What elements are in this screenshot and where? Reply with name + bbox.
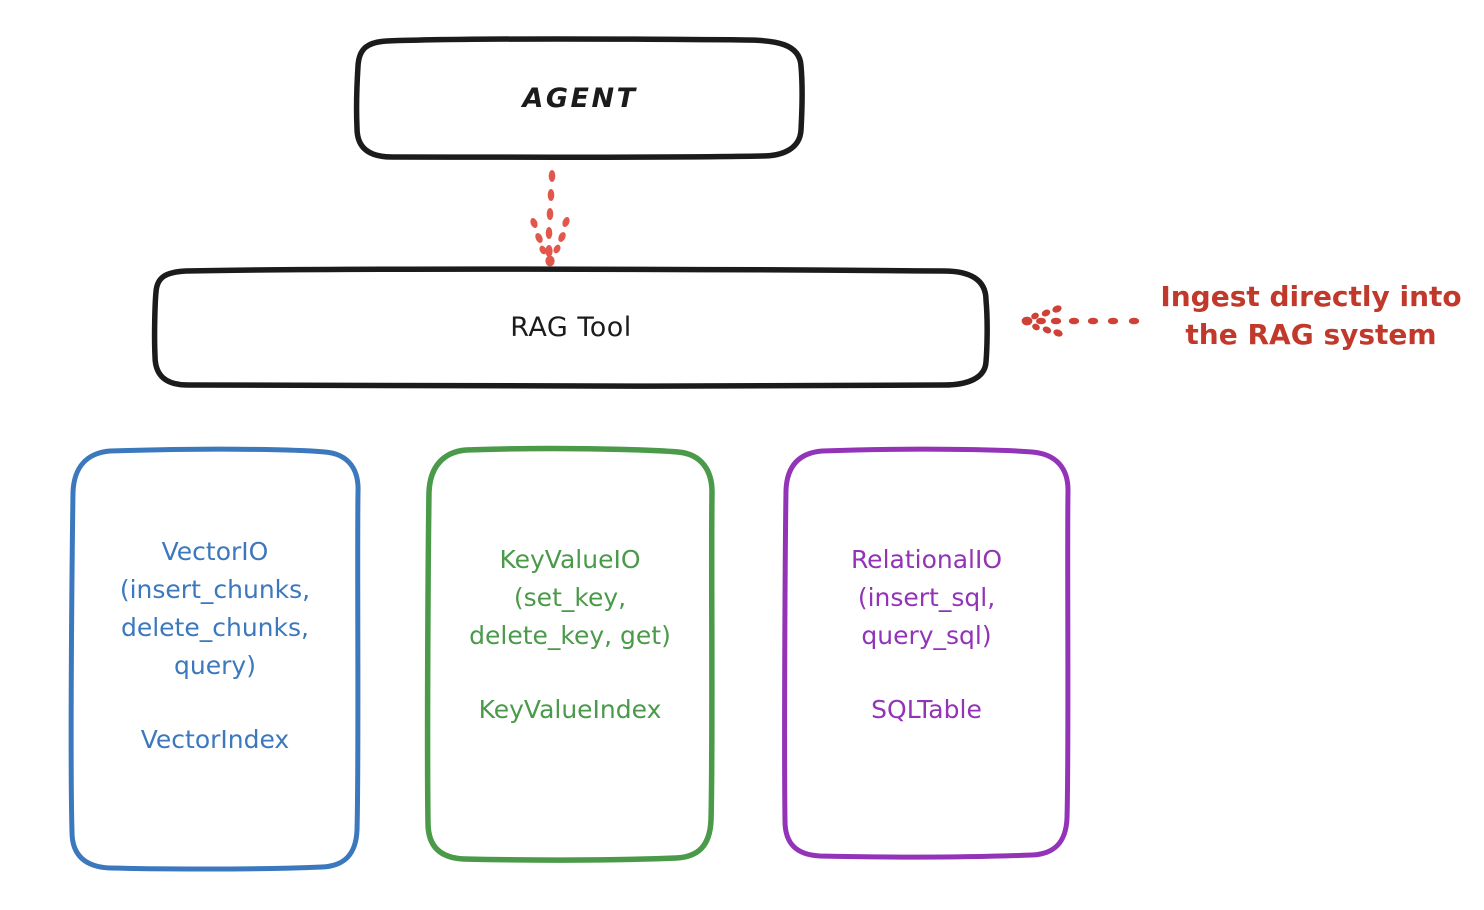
- relational-io-line-2: (insert_sql,: [857, 583, 996, 612]
- ingest-annotation-line-1: Ingest directly into: [1160, 280, 1462, 313]
- rag-tool-node[interactable]: RAG Tool: [155, 269, 987, 385]
- vector-index-label: VectorIndex: [140, 725, 290, 754]
- vector-io-line-2: (insert_chunks,: [119, 575, 311, 604]
- agent-box-outline: [353, 36, 805, 160]
- vector-io-box-outline: [68, 446, 361, 872]
- vector-io-node[interactable]: VectorIO (insert_chunks, delete_chunks, …: [71, 449, 359, 869]
- relational-io-signature: RelationalIO (insert_sql, query_sql): [851, 541, 1002, 655]
- agent-node-label: AGENT: [522, 82, 638, 114]
- key-value-io-line-3: delete_key, get): [469, 621, 671, 650]
- vector-io-line-3: delete_chunks,: [120, 613, 309, 642]
- key-value-io-line-1: KeyValueIO: [499, 545, 641, 574]
- key-value-index-label: KeyValueIndex: [478, 695, 662, 724]
- key-value-io-box-outline: [424, 445, 715, 863]
- rag-tool-box-outline: [151, 266, 990, 389]
- key-value-io-node[interactable]: KeyValueIO (set_key, delete_key, get) Ke…: [427, 449, 713, 859]
- key-value-io-signature: KeyValueIO (set_key, delete_key, get): [469, 541, 671, 655]
- relational-io-box-outline: [782, 446, 1071, 860]
- ingest-pointer-arrow: [1021, 305, 1140, 337]
- agent-node[interactable]: AGENT: [357, 39, 803, 157]
- rag-tool-node-label: RAG Tool: [510, 311, 632, 343]
- vector-io-line-4: query): [174, 651, 256, 680]
- vector-io-signature: VectorIO (insert_chunks, delete_chunks, …: [120, 533, 310, 685]
- key-value-io-line-2: (set_key,: [513, 583, 627, 612]
- relational-io-line-3: query_sql): [861, 621, 992, 650]
- vector-io-line-1: VectorIO: [161, 537, 269, 566]
- agent-to-rag-arrow: [530, 170, 570, 267]
- sql-table-label: SQLTable: [871, 695, 982, 724]
- relational-io-line-1: RelationalIO: [850, 545, 1003, 574]
- relational-io-node[interactable]: RelationalIO (insert_sql, query_sql) SQL…: [784, 449, 1069, 856]
- ingest-annotation: Ingest directly into the RAG system: [1148, 278, 1474, 354]
- ingest-annotation-line-2: the RAG system: [1185, 318, 1437, 351]
